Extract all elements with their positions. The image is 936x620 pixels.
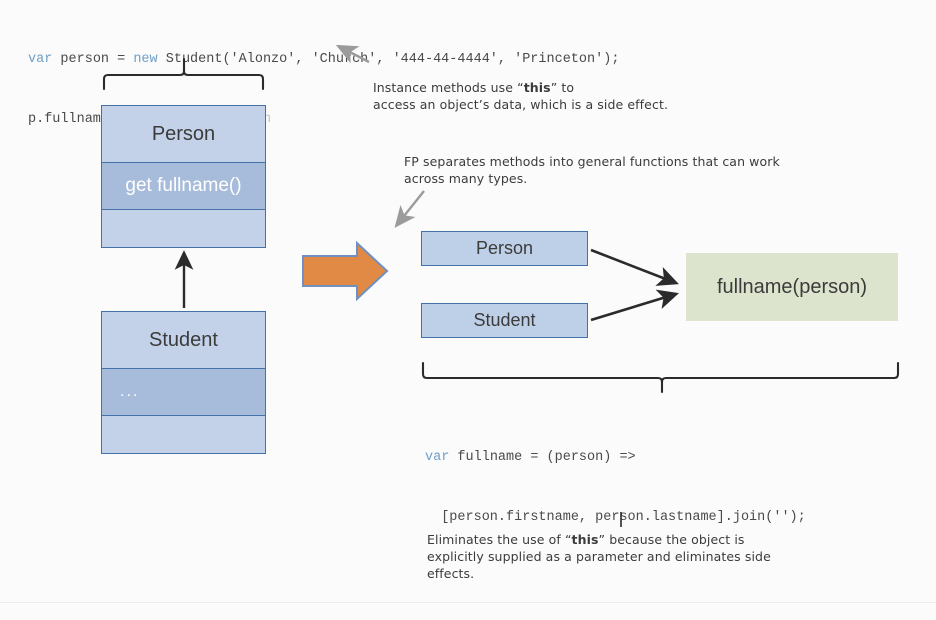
code-bottom-line-1: var fullname = (person) => — [425, 448, 806, 468]
note-fp-line-1: FP separates methods into general functi… — [404, 154, 780, 169]
code-keyword-new: new — [133, 52, 158, 67]
code-top-line1-a: person = — [52, 52, 134, 67]
curly-brace-down-icon — [421, 361, 900, 394]
uml-person-title-row: Person — [102, 106, 265, 163]
uml-person-member-row: get fullname() — [102, 163, 265, 210]
note-eliminates-pre: Eliminates the use of “ — [427, 532, 572, 547]
code-top-line-1: var person = new Student('Alonzo', 'Chur… — [28, 50, 619, 70]
code-top-line1-b: Student('Alonzo', 'Church', '444-44-4444… — [157, 52, 620, 67]
note-instance-bold: this — [523, 80, 551, 95]
note-instance-methods: Instance methods use “this” to access an… — [373, 79, 668, 113]
uml-class-person[interactable]: Person get fullname() — [101, 105, 266, 248]
note-instance-methods-line-1: Instance methods use “this” to — [373, 79, 668, 96]
note-eliminates-post: ” because the object is — [598, 532, 745, 547]
note-eliminates-bold: this — [571, 532, 599, 547]
note-instance-methods-line-2: access an object’s data, which is a side… — [373, 97, 669, 112]
uml-student-title-row: Student — [102, 312, 265, 369]
uml-person-title: Person — [151, 122, 216, 145]
orange-right-arrow-icon[interactable] — [302, 240, 389, 302]
code-bottom-keyword-var: var — [425, 450, 450, 465]
uml-person-empty-row — [102, 210, 265, 246]
fp-box-person-label: Person — [475, 238, 534, 258]
code-bottom-line-2: [person.firstname, person.lastname].join… — [425, 510, 806, 525]
note-instance-pre: Instance methods use “ — [373, 80, 524, 95]
code-bottom-line1-rest: fullname = (person) => — [449, 450, 636, 465]
note-eliminates-this: Eliminates the use of “this” because the… — [427, 531, 771, 582]
fp-box-function[interactable]: fullname(person) — [686, 253, 898, 321]
bottom-divider — [0, 602, 936, 603]
note-eliminates-line-3: effects. — [427, 566, 475, 581]
note-fp-separates: FP separates methods into general functi… — [404, 153, 780, 187]
note-instance-post: ” to — [550, 80, 575, 95]
fp-box-person[interactable]: Person — [421, 231, 588, 266]
note-eliminates-line-2: explicitly supplied as a parameter and e… — [427, 549, 771, 564]
uml-student-empty-row — [102, 416, 265, 452]
code-block-bottom: var fullname = (person) => [person.first… — [425, 408, 806, 620]
mapping-arrow-icon — [590, 248, 679, 322]
uml-student-member-row: ... — [102, 369, 265, 416]
note-eliminates-line-1: Eliminates the use of “this” because the… — [427, 531, 771, 548]
uml-student-title: Student — [149, 328, 218, 351]
uml-person-member: get fullname() — [125, 175, 242, 196]
fp-note-arrow-icon — [394, 190, 425, 228]
uml-student-member: ... — [120, 383, 140, 400]
fp-box-student-label: Student — [473, 310, 536, 330]
code-keyword-var: var — [28, 52, 53, 67]
code-top-line2-code: p.fullname; — [28, 112, 126, 127]
fp-box-student[interactable]: Student — [421, 303, 588, 338]
fp-box-function-label: fullname(person) — [716, 275, 868, 298]
note-fp-line-2: across many types. — [404, 171, 528, 186]
uml-class-student[interactable]: Student ... — [101, 311, 266, 454]
